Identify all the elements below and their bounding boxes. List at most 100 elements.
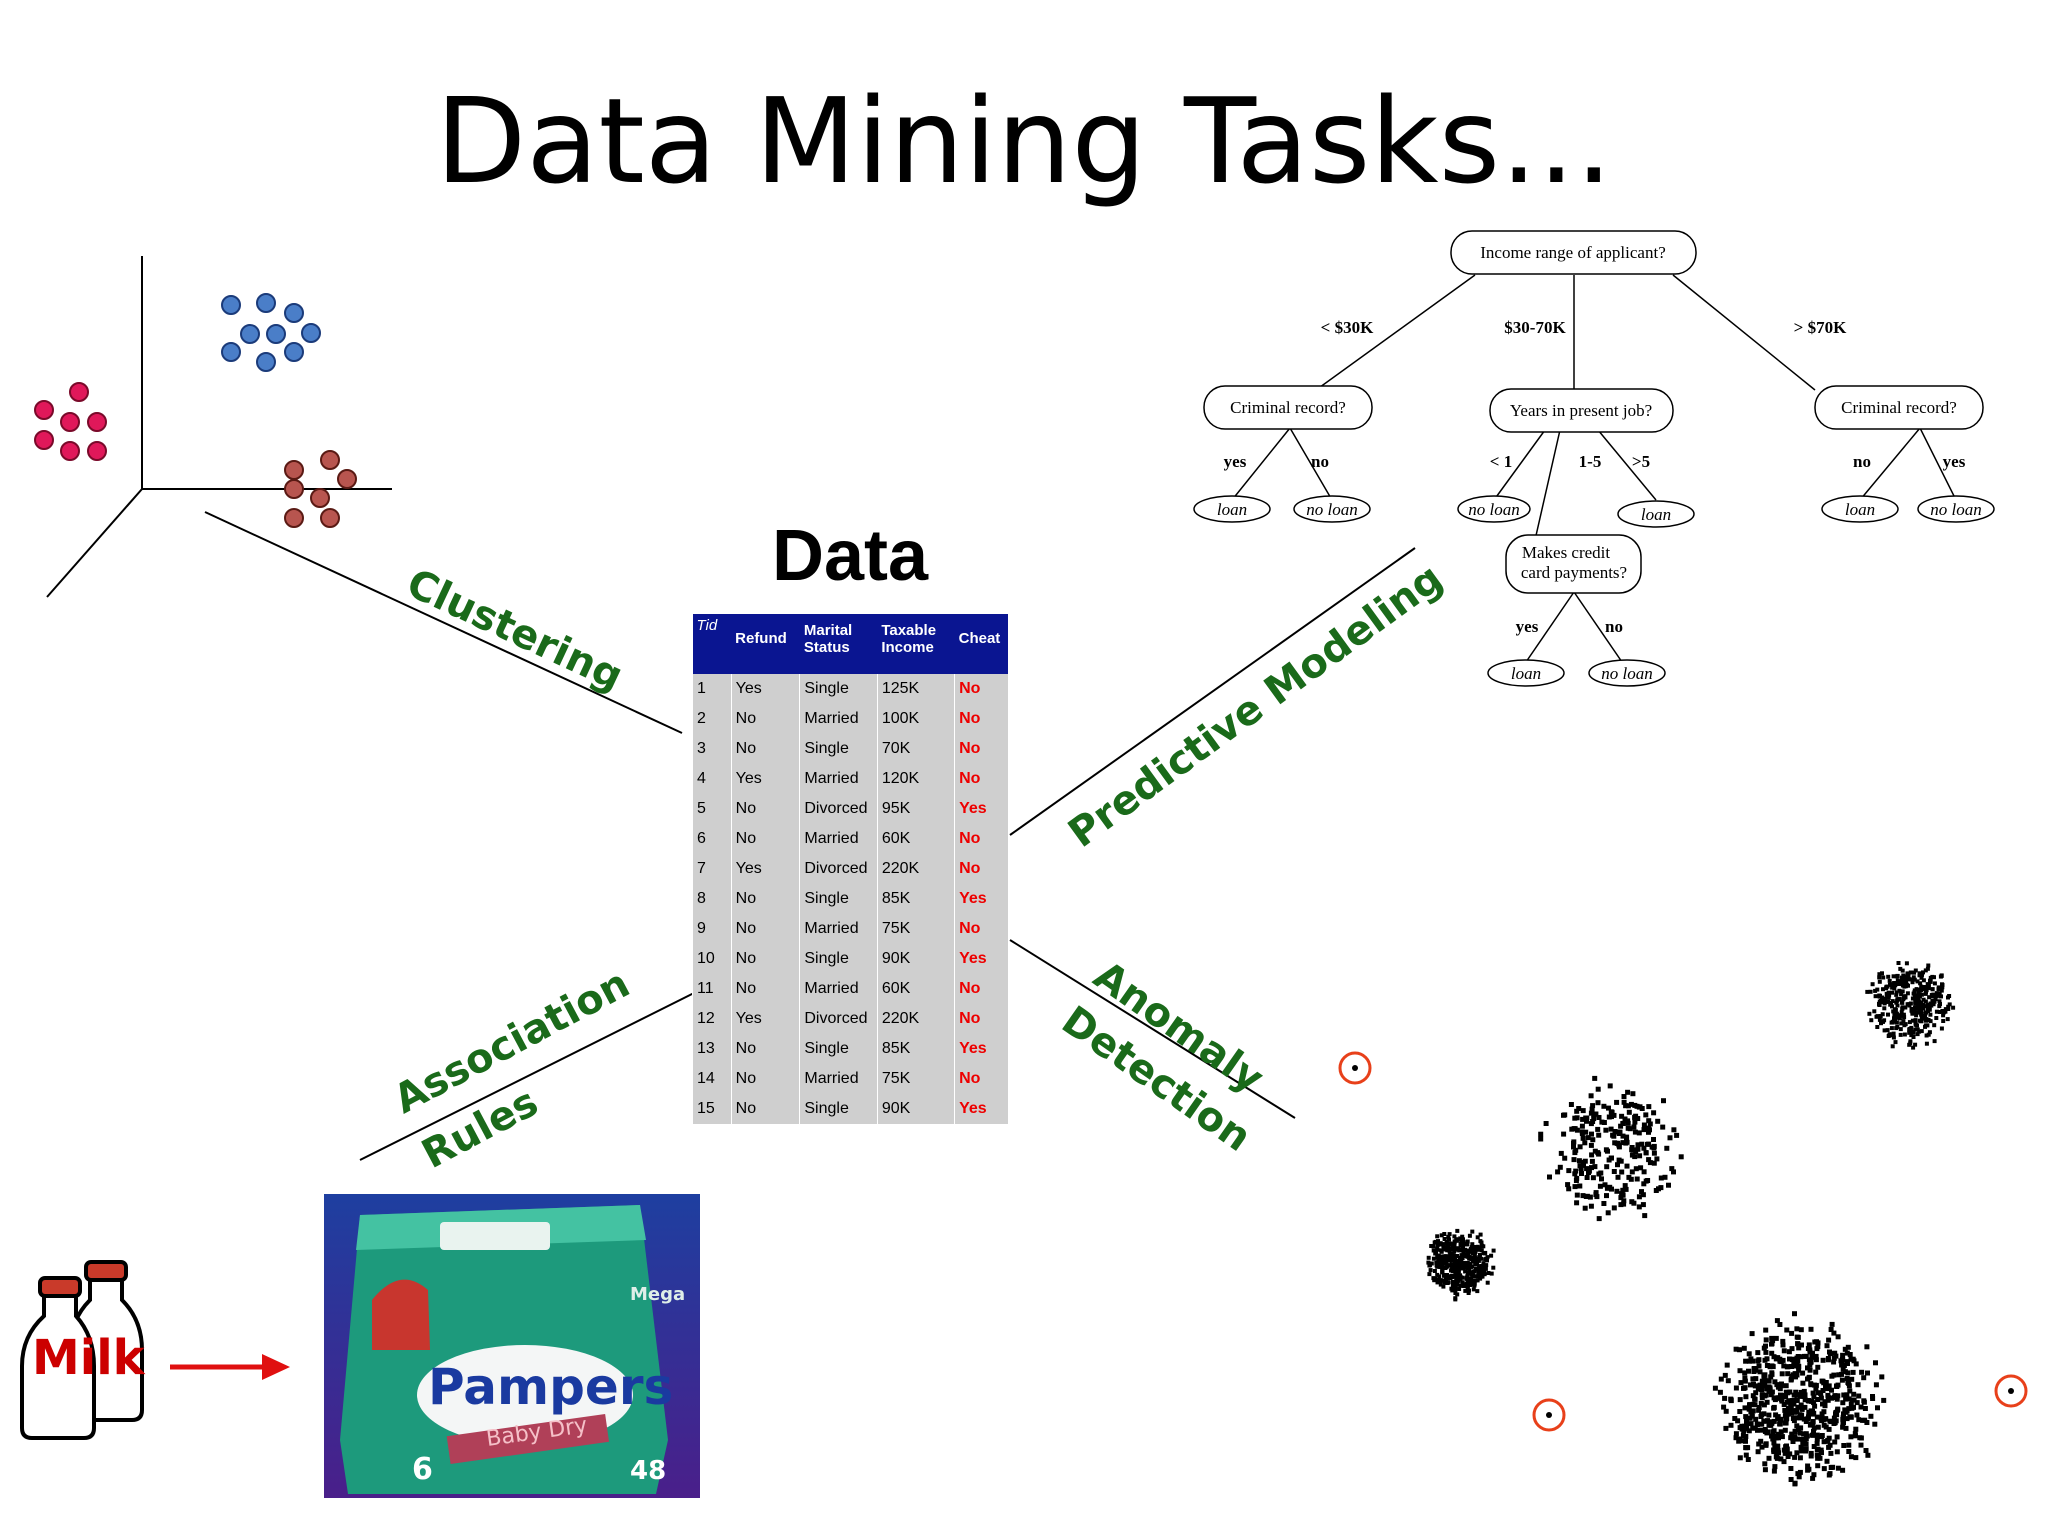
scatter-point (1932, 981, 1937, 986)
scatter-point (1803, 1448, 1809, 1454)
scatter-point (1908, 970, 1913, 975)
tree-branch-high: > $70K (1794, 318, 1847, 337)
scatter-point (1781, 1402, 1787, 1407)
scatter-point (1919, 1029, 1924, 1034)
scatter-point (1633, 1166, 1639, 1172)
scatter-point (1924, 1004, 1929, 1009)
scatter-point (1768, 1392, 1774, 1398)
scatter-point (1913, 1018, 1918, 1023)
scatter-point (1434, 1260, 1439, 1265)
table-cell: No (730, 824, 800, 854)
scatter-point (1440, 1268, 1445, 1272)
scatter-point (1640, 1202, 1646, 1208)
scatter-point (1469, 1276, 1474, 1281)
table-cell: Divorced (799, 1004, 878, 1034)
scatter-point (1782, 1407, 1788, 1413)
scatter-point (1825, 1397, 1831, 1403)
scatter-point (1769, 1363, 1775, 1369)
scatter-point (1836, 1372, 1842, 1378)
table-cell: 12 (692, 1004, 732, 1034)
scatter-point (1479, 1240, 1484, 1245)
scatter-point (1584, 1166, 1590, 1172)
scatter-point (1893, 1040, 1898, 1045)
tree-leaf: no loan (1306, 500, 1357, 519)
scatter-point (1450, 1247, 1455, 1252)
scatter-point (1658, 1175, 1664, 1181)
scatter-point (1770, 1338, 1776, 1344)
scatter-point (1899, 992, 1904, 997)
scatter-point (1486, 1271, 1491, 1275)
scatter-point (1755, 1386, 1761, 1392)
scatter-point (1840, 1352, 1846, 1358)
scatter-point (1788, 1466, 1794, 1471)
predictive-line (1009, 547, 1416, 836)
table-cell: 70K (876, 734, 955, 764)
scatter-point (1572, 1115, 1578, 1121)
scatter-point (1885, 995, 1890, 1000)
scatter-point (1831, 1421, 1837, 1426)
scatter-point (1742, 1375, 1748, 1381)
scatter-point (1766, 1412, 1772, 1418)
scatter-point (1636, 1204, 1642, 1210)
scatter-point (1588, 1093, 1594, 1099)
table-cell: 75K (876, 1064, 955, 1094)
scatter-point (1945, 1017, 1950, 1022)
scatter-point (1840, 1400, 1846, 1406)
scatter-point (1464, 1276, 1469, 1281)
scatter-point (1455, 1228, 1460, 1233)
scatter-point (1462, 1260, 1467, 1265)
outlier-circle (1338, 1051, 1372, 1085)
scatter-point (1782, 1413, 1788, 1419)
tree-branch-mid: $30-70K (1504, 318, 1566, 337)
scatter-point (1449, 1242, 1454, 1247)
scatter-point (1594, 1194, 1600, 1200)
scatter-point (1457, 1287, 1462, 1291)
scatter-point (1915, 979, 1920, 984)
scatter-point (1793, 1415, 1799, 1421)
scatter-point (1853, 1455, 1859, 1461)
scatter-point (1909, 1025, 1914, 1030)
scatter-point (1907, 1030, 1912, 1035)
scatter-point (1605, 1210, 1611, 1216)
scatter-point (1733, 1435, 1739, 1441)
scatter-point (1577, 1144, 1583, 1150)
scatter-point (1829, 1395, 1834, 1401)
table-cell: Single (799, 674, 878, 704)
outlier-circle (1994, 1374, 2028, 1408)
scatter-point (1814, 1346, 1820, 1352)
scatter-point (1835, 1334, 1841, 1340)
scatter-point (1753, 1376, 1759, 1382)
scatter-point (1470, 1242, 1475, 1247)
scatter-point (1808, 1421, 1814, 1427)
scatter-point (1589, 1131, 1594, 1137)
scatter-point (1913, 1005, 1917, 1010)
scatter-point (1467, 1233, 1472, 1238)
scatter-point (1806, 1374, 1812, 1380)
scatter-point (1761, 1418, 1767, 1424)
scatter-point (1860, 1417, 1866, 1423)
table-cell: Single (799, 944, 878, 974)
scatter-point (1786, 1398, 1792, 1404)
scatter-point (1755, 1350, 1761, 1356)
scatter-point (1743, 1394, 1749, 1400)
scatter-point (1810, 1475, 1816, 1481)
scatter-point (1459, 1253, 1464, 1258)
scatter-point (1933, 997, 1938, 1002)
scatter-point (1646, 1104, 1652, 1110)
scatter-point (1555, 1169, 1561, 1175)
scatter-point (1483, 1250, 1488, 1255)
scatter-point (1910, 1018, 1915, 1023)
scatter-point (1465, 1281, 1469, 1286)
scatter-point (1791, 1401, 1797, 1407)
association-line (359, 989, 701, 1161)
scatter-point (1753, 1390, 1759, 1396)
scatter-point (1931, 1002, 1936, 1007)
scatter-point (1824, 1386, 1830, 1392)
table-cell: Married (799, 974, 878, 1004)
scatter-point (1467, 1288, 1471, 1293)
scatter-point (1781, 1459, 1787, 1465)
